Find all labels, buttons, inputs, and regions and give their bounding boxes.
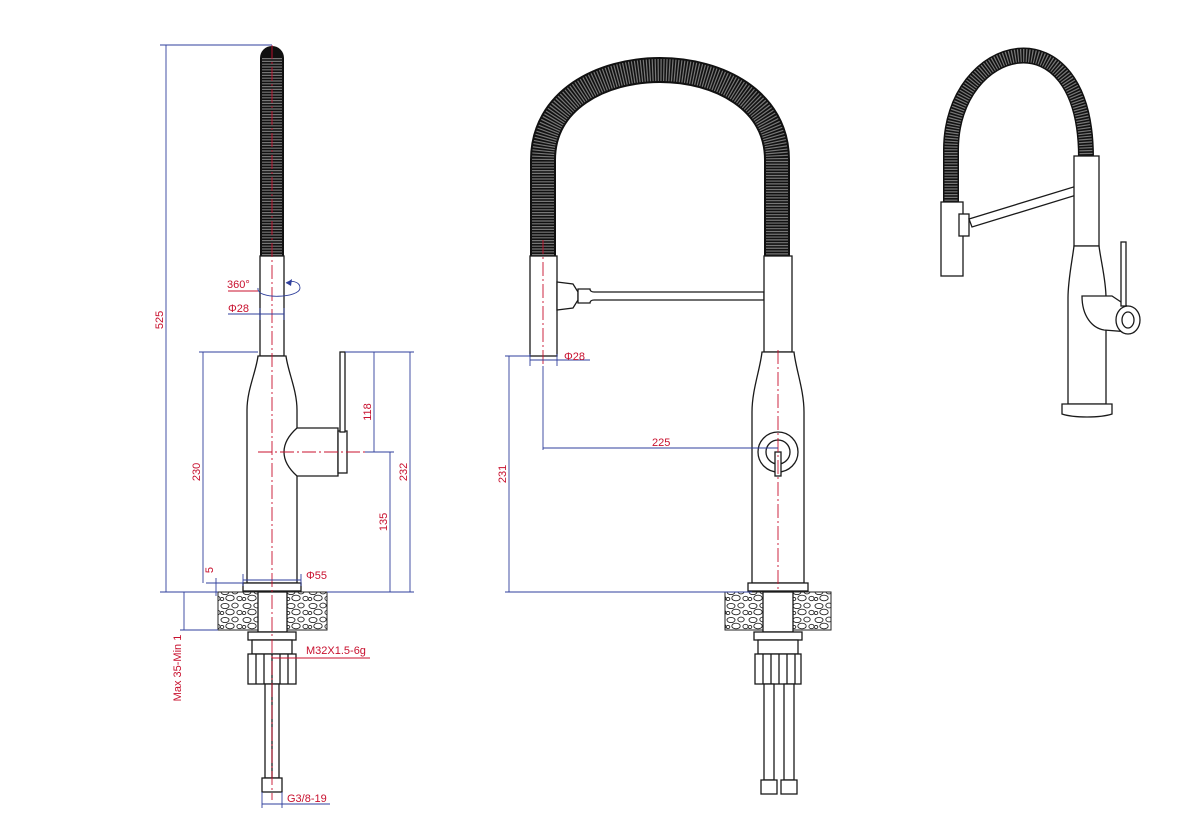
side-countertop-left: [217, 591, 259, 631]
side-dim-hose-thread: [261, 792, 330, 808]
side-dim-deck-thickness: [180, 592, 218, 631]
front-spout-column: [763, 255, 793, 353]
front-spray-height-label: 231: [497, 465, 509, 483]
front-spray-diameter-label: Φ28: [564, 351, 585, 363]
side-base-offset-label: 5: [204, 567, 216, 573]
perspective-column: [1073, 155, 1100, 247]
side-countertop-right: [286, 591, 328, 631]
perspective-nozzle-holder: [958, 213, 970, 237]
side-mount-thread-label: M32X1.5-6g: [306, 645, 366, 657]
side-view: 360° Φ28 525 230 5: [154, 44, 414, 808]
front-dim-spray-height: [505, 355, 752, 593]
side-handle-axis-height-label: 135: [378, 513, 390, 531]
side-dim-handle-axis-height: [365, 451, 394, 592]
front-threaded-shank: [753, 591, 803, 685]
front-spray-head: [529, 255, 558, 357]
side-lever: [339, 351, 346, 433]
side-spout-diameter-label: Φ28: [228, 303, 249, 315]
side-handle-height-label: 118: [362, 403, 374, 421]
side-dim-handle-height: [345, 351, 378, 452]
side-deck-thickness-label: Max 35-Min 1: [172, 635, 184, 702]
front-view: Φ28 225 231: [497, 57, 832, 795]
side-hose-thread-label: G3/8-19: [287, 793, 327, 805]
front-spray-nozzle-holder: [556, 281, 579, 311]
side-dim-base-diameter: [242, 574, 302, 586]
side-dim-base-offset: [206, 578, 243, 596]
front-holder-arm: [577, 288, 765, 304]
front-reach-label: 225: [652, 437, 670, 449]
side-dim-body-height: [199, 351, 258, 583]
perspective-base: [1061, 403, 1113, 418]
front-countertop-left: [724, 591, 764, 631]
side-overall-height-label: 525: [154, 311, 166, 329]
side-dim-overall-height: [160, 44, 272, 593]
perspective-handle-inner: [1121, 311, 1135, 329]
side-top-height-label: 232: [398, 463, 410, 481]
front-arched-hose: [530, 57, 790, 271]
perspective-lever: [1120, 241, 1127, 307]
side-rotation-arrowhead: [286, 279, 292, 286]
perspective-view: [940, 47, 1141, 418]
perspective-holder-arm: [968, 184, 1084, 228]
front-supply-hoses: [760, 683, 798, 795]
side-dim-top-height: [327, 351, 414, 593]
front-dim-reach: [542, 366, 778, 450]
rotation-label: 360°: [227, 279, 250, 291]
perspective-hose: [943, 47, 1094, 220]
front-countertop-right: [792, 591, 832, 631]
perspective-spray-head: [940, 201, 964, 277]
side-body-height-label: 230: [191, 463, 203, 481]
side-base-diameter-label: Φ55: [306, 570, 327, 582]
side-dim-spout-diameter: [228, 308, 285, 320]
